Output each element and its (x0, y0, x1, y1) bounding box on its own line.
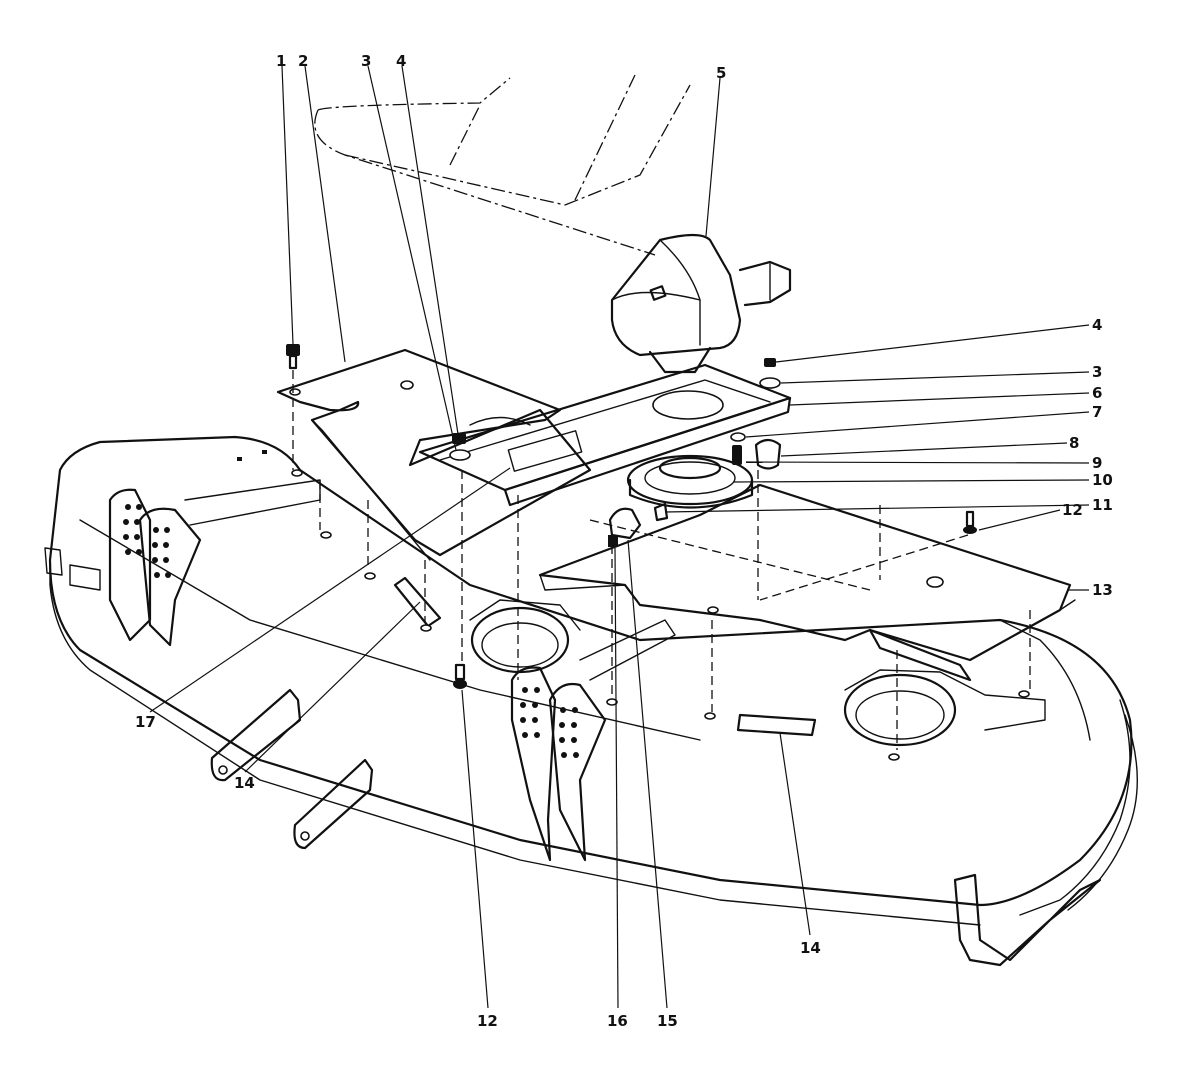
lock-nut-15-hardware (608, 507, 642, 540)
callout-15: 15 (657, 1012, 678, 1030)
callout-2: 2 (298, 52, 308, 70)
washer-7-hardware (730, 432, 746, 442)
callout-16: 16 (607, 1012, 628, 1030)
center-mounting-bracket (418, 363, 792, 507)
gearbox (610, 233, 792, 374)
bolt-12-right-hardware (963, 510, 977, 534)
deck-mounting-holes (237, 450, 1030, 761)
assembly-lines (292, 370, 1031, 750)
callout-3: 3 (361, 52, 371, 70)
nut-4-right-hardware (764, 358, 776, 367)
callout-5: 5 (716, 64, 726, 82)
callout-6: 6 (1092, 384, 1102, 402)
rivet-11-hardware (653, 502, 669, 522)
callout-13: 13 (1092, 581, 1113, 599)
left-mounting-plate (276, 348, 592, 561)
callout-12-right: 12 (1062, 501, 1083, 519)
bolt-16-hardware (608, 535, 618, 547)
mower-deck-housing (44, 435, 1138, 926)
callout-1: 1 (276, 52, 286, 70)
bolt-12-bottom-hardware (453, 663, 467, 689)
callout-labels: 1 2 3 4 5 4 3 6 7 8 9 10 11 12 13 17 14 … (135, 52, 1113, 1030)
rear-bumper (953, 873, 1102, 967)
nut-4-left-hardware (452, 433, 466, 444)
callout-4-right: 4 (1092, 316, 1102, 334)
spacer-9-hardware (754, 438, 782, 470)
front-gauge-bracket-left (108, 479, 321, 647)
callout-11: 11 (1092, 496, 1113, 514)
hardware (286, 344, 977, 689)
tractor-frame-outline (314, 74, 691, 256)
callout-3-right: 3 (1092, 363, 1102, 381)
callout-10: 10 (1092, 471, 1113, 489)
callout-7: 7 (1092, 403, 1102, 421)
hitch-links (210, 688, 374, 850)
right-mounting-plate (538, 483, 1076, 682)
callout-4: 4 (396, 52, 406, 70)
callout-9: 9 (1092, 454, 1102, 472)
callout-17: 17 (135, 713, 156, 731)
leader-lines (149, 65, 1090, 1009)
front-gauge-bracket-center (510, 619, 676, 862)
bolt-1-hardware (286, 344, 300, 370)
callout-14-left: 14 (234, 774, 255, 792)
bolt-8-hardware (732, 445, 742, 465)
decals (393, 576, 817, 737)
callout-8: 8 (1069, 434, 1079, 452)
callout-14-bottom: 14 (800, 939, 821, 957)
pulley (626, 454, 754, 509)
callout-12-bottom: 12 (477, 1012, 498, 1030)
washer-3-right-hardware (759, 377, 781, 389)
washer-3-left-hardware (449, 449, 471, 461)
